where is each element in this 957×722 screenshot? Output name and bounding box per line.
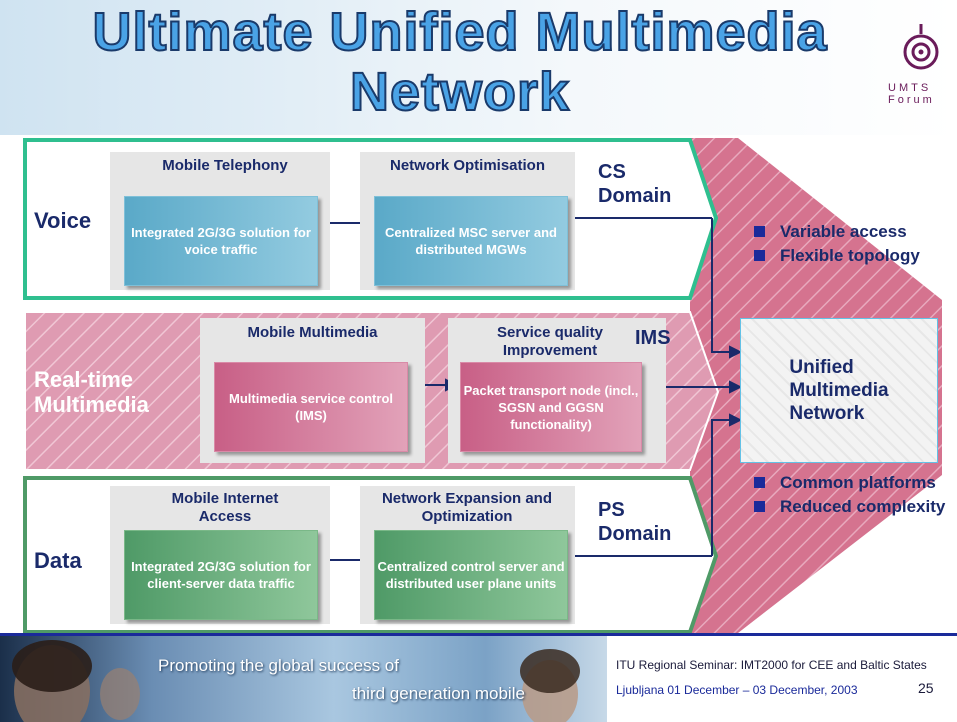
banner-faces-icon	[12, 640, 580, 722]
row-label-realtime-line-1: Real-time	[34, 367, 134, 392]
footer-location: Ljubljana 01 December – 03 December, 200…	[616, 683, 858, 697]
banner-line-2: third generation mobile	[352, 684, 525, 703]
cs-domain-line-1: CS	[598, 161, 626, 183]
title-line-1: Ultimate Unified Multimedia	[91, 1, 828, 63]
ps-domain-label: PS Domain	[598, 498, 671, 546]
realtime-column-2-heading: Service quality Improvement	[497, 324, 603, 359]
cs-domain-label: CS Domain	[598, 160, 671, 208]
voice-column-1-heading: Mobile Telephony	[162, 157, 288, 174]
bullet-common-platforms: Common platforms	[754, 473, 954, 493]
logo-text: UMTS Forum	[888, 82, 935, 106]
ps-domain-line-1: PS	[598, 499, 625, 521]
data-column-2-heading: Network Expansion and Optimization	[381, 490, 553, 525]
title-background	[0, 0, 957, 135]
ps-domain-line-2: Domain	[598, 523, 672, 545]
voice-box-2: Centralized MSC server and distributed M…	[374, 196, 568, 286]
bullets-top: Variable access Flexible topology	[754, 222, 954, 270]
row-label-realtime: Real-time Multimedia	[34, 367, 149, 417]
row-label-voice: Voice	[34, 208, 92, 233]
promo-banner: Promoting the global success of third ge…	[0, 636, 607, 722]
title-line-2: Network	[349, 61, 571, 123]
page-number: 25	[918, 680, 934, 696]
umts-forum-logo: UMTS Forum	[888, 20, 954, 120]
unified-line-2: Multimedia	[789, 380, 889, 401]
ims-domain-label: IMS	[635, 327, 671, 349]
data-box-2: Centralized control server and distribut…	[374, 530, 568, 620]
cs-domain-line-2: Domain	[598, 185, 672, 207]
data-column-1-heading: Mobile Internet Access	[171, 490, 279, 525]
realtime-box-2: Packet transport node (incl., SGSN and G…	[460, 362, 642, 452]
unified-line-3: Network	[789, 403, 865, 424]
row-label-data: Data	[34, 548, 82, 573]
bullet-reduced-complexity: Reduced complexity	[754, 497, 954, 517]
unified-multimedia-network-box: Unified Multimedia Network	[740, 318, 938, 463]
unified-line-1: Unified	[789, 357, 854, 378]
banner-line-1: Promoting the global success of	[158, 656, 399, 675]
row-label-realtime-line-2: Multimedia	[34, 392, 149, 417]
data-box-1: Integrated 2G/3G solution for client-ser…	[124, 530, 318, 620]
footer-divider	[0, 633, 957, 636]
spiral-logo-icon	[903, 24, 939, 70]
bullets-bottom: Common platforms Reduced complexity	[754, 473, 954, 521]
bullet-variable-access: Variable access	[754, 222, 954, 242]
footer-seminar: ITU Regional Seminar: IMT2000 for CEE an…	[616, 658, 927, 672]
bullet-flexible-topology: Flexible topology	[754, 246, 954, 266]
slide-title: Ultimate Unified Multimedia Network	[40, 1, 880, 123]
voice-box-1: Integrated 2G/3G solution for voice traf…	[124, 196, 318, 286]
realtime-column-1-heading: Mobile Multimedia	[247, 324, 378, 341]
realtime-box-1: Multimedia service control (IMS)	[214, 362, 408, 452]
voice-column-2-heading: Network Optimisation	[389, 157, 546, 174]
